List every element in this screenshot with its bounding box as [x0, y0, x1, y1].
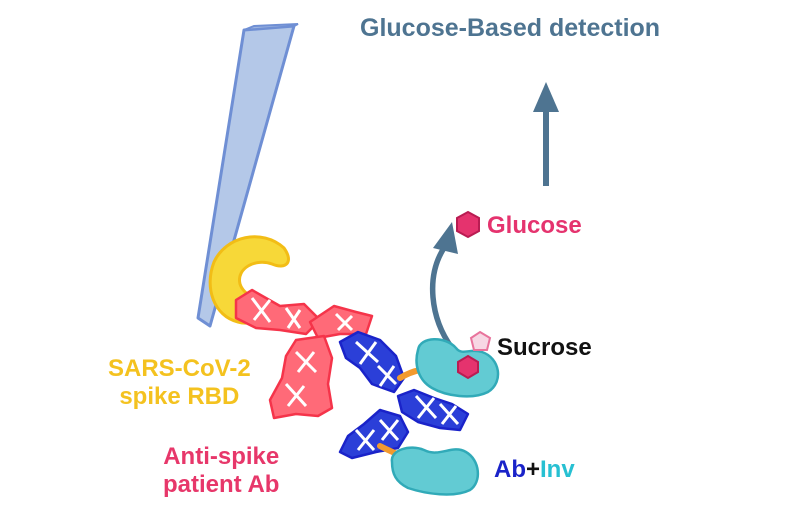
glucose-icon [456, 210, 480, 239]
sucrose-label: Sucrose [497, 334, 592, 361]
glucose-label: Glucose [487, 212, 582, 239]
ab-inv-label-inv: Inv [540, 456, 575, 483]
conversion-arrow [429, 222, 458, 350]
ab-inv-label: Ab+Inv [494, 458, 575, 482]
ab-inv-label-plus: + [526, 456, 541, 483]
spike-rbd-label-line1: SARS-CoV-2 [108, 355, 251, 382]
patient-antibody-label-line2: patient Ab [163, 471, 280, 499]
spike-rbd-label: SARS-CoV-2 spike RBD [108, 355, 251, 412]
ab-inv-label-ab: Ab [494, 456, 526, 483]
sucrose-molecule-icon [457, 330, 492, 380]
patient-antibody-label-line1: Anti-spike [163, 443, 280, 470]
spike-rbd-label-line2: spike RBD [119, 383, 240, 411]
invertase-lower [390, 446, 479, 496]
secondary-antibody-shape [338, 330, 470, 460]
title-label: Glucose-Based detection [360, 14, 661, 42]
patient-antibody-label: Anti-spike patient Ab [163, 443, 279, 500]
detection-arrow [533, 82, 559, 186]
patient-antibody-shape [234, 288, 374, 420]
